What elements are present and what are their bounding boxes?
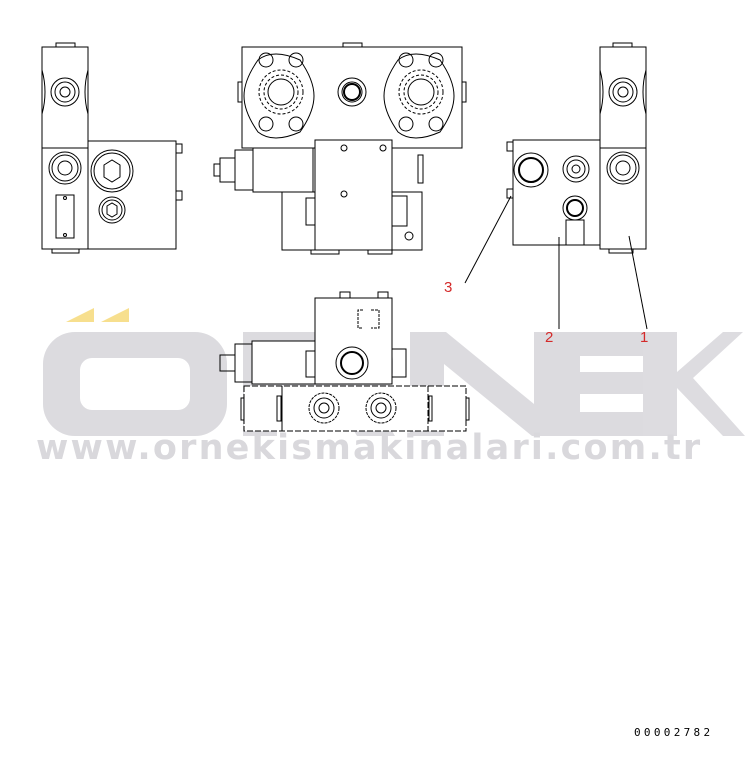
left-side-view: [41, 42, 183, 254]
front-view: [213, 42, 467, 255]
watermark-url: www.ornekismakinalari.com.tr: [36, 428, 703, 468]
document-number: 00002782: [634, 726, 714, 739]
callout-3: 3: [444, 279, 453, 296]
umlaut-accents: [66, 308, 129, 322]
right-side-view: [506, 42, 647, 254]
callout-1: 1: [640, 329, 649, 346]
leader-lines: [464, 195, 648, 330]
bottom-view: [219, 291, 470, 432]
callout-2: 2: [545, 329, 554, 346]
